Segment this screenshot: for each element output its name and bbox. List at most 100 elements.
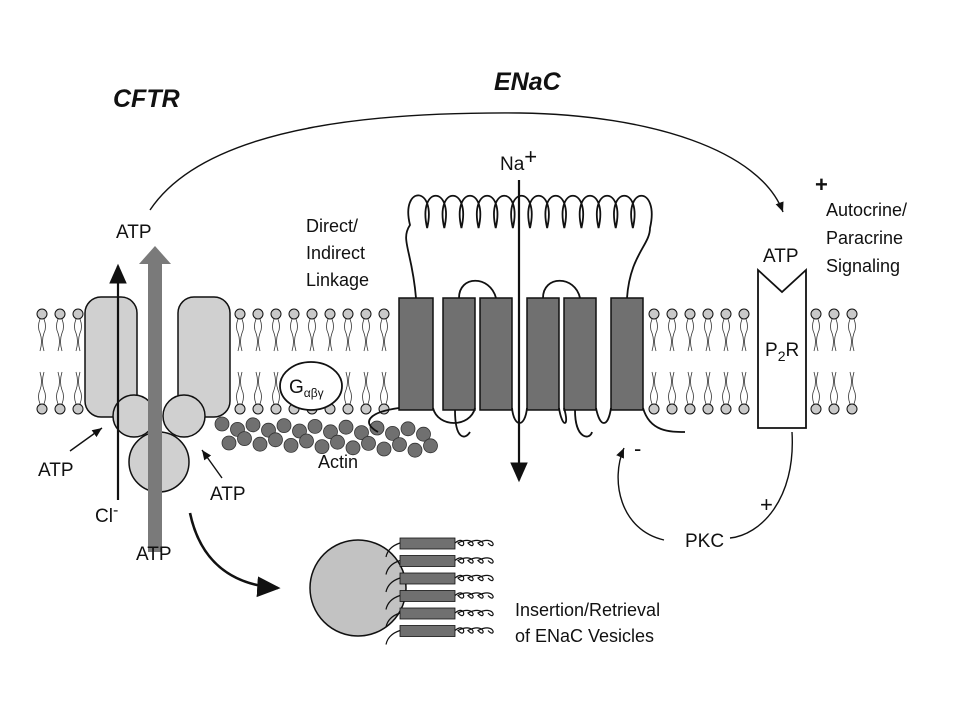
lipid-tail — [668, 318, 676, 352]
actin-bead — [354, 425, 369, 441]
autocrine-label-line2: Paracrine — [826, 228, 903, 248]
lipid-tail — [236, 371, 244, 405]
vesicle-channel-coil — [454, 627, 494, 634]
g-protein — [279, 361, 343, 411]
atp-p2r-label: ATP — [763, 246, 799, 267]
lipid-tail — [272, 318, 280, 352]
lipid-tail — [740, 318, 748, 352]
lipid-head — [648, 308, 660, 320]
lipid-tail — [650, 371, 658, 405]
actin-bead — [314, 439, 330, 455]
lipid-tail — [362, 371, 370, 405]
lipid-head — [810, 403, 822, 415]
lipid-tail — [74, 371, 82, 405]
vesicle-channel-coil — [454, 557, 494, 564]
lipid-head — [306, 308, 318, 320]
vesicle-channel-linker — [385, 629, 401, 645]
lipid-tail — [254, 318, 262, 352]
actin-bead — [423, 438, 438, 454]
lipid-tail — [830, 371, 838, 405]
actin-bead — [221, 435, 237, 451]
lipid-tail — [272, 371, 280, 405]
lipid-head — [846, 308, 858, 320]
inhibition-minus: - — [634, 436, 641, 461]
lipid-tail — [704, 318, 712, 352]
actin-bead — [361, 435, 376, 451]
vesicle-channel-linker — [385, 559, 401, 575]
enac-vesicle — [309, 539, 407, 637]
lipid-head — [702, 308, 714, 320]
lipid-tail — [686, 318, 694, 352]
lipid-tail — [848, 318, 856, 352]
vesicle-channel-coil — [454, 574, 494, 582]
autocrine-label-line1: Autocrine/ — [826, 200, 907, 220]
atp-bottom-label: ATP — [136, 544, 172, 565]
actin-bead — [330, 434, 345, 450]
lipid-head — [702, 403, 714, 415]
lipid-head — [810, 308, 822, 320]
lipid-head — [828, 308, 840, 320]
lipid-head — [684, 308, 696, 320]
lipid-head — [738, 403, 750, 415]
lipid-head — [342, 403, 354, 415]
lipid-head — [684, 403, 696, 415]
lipid-head — [648, 403, 660, 415]
actin-bead — [400, 421, 416, 437]
actin-bead — [376, 441, 392, 457]
lipid-head — [666, 403, 678, 415]
vesicle-channel-bar — [399, 625, 456, 637]
atp-top-label: ATP — [116, 222, 152, 243]
lipid-tail — [380, 318, 388, 352]
g-protein-label: Gαβγ — [289, 377, 324, 400]
lipid-head — [828, 403, 840, 415]
lipid-tail — [38, 318, 46, 352]
lipid-head — [720, 403, 732, 415]
lipid-tail — [812, 371, 820, 405]
lipid-head — [234, 308, 246, 320]
lipid-tail — [38, 371, 46, 405]
lipid-head — [72, 308, 84, 320]
vesicle-trafficking-arrow — [188, 512, 281, 598]
enac-title: ENaC — [494, 68, 562, 96]
lipid-head — [72, 403, 84, 415]
pkc-inhibit-arc — [616, 447, 665, 541]
linkage-label-line1: Direct/ — [306, 216, 358, 236]
pkc-label: PKC — [685, 531, 724, 552]
actin-bead — [407, 442, 423, 458]
vesicle-channel-bar — [399, 607, 456, 620]
lipid-tail — [722, 318, 730, 352]
lipid-tail — [686, 371, 694, 405]
atp-left-arrow — [69, 427, 103, 452]
vesicle-channel-linker — [385, 594, 401, 610]
vesicle-channel-coil — [454, 592, 494, 599]
actin-bead — [283, 437, 299, 453]
lipid-tail — [74, 318, 82, 352]
vesicle-enac-channels — [385, 537, 494, 645]
lipid-tail — [308, 318, 316, 352]
lipid-head — [36, 403, 48, 415]
cftr-channel — [84, 296, 231, 493]
lipid-head — [252, 403, 264, 415]
actin-bead — [338, 419, 354, 435]
atp-right-arrow — [201, 449, 223, 479]
atp-release-arc — [149, 112, 784, 213]
p2r-label: P2R — [765, 340, 799, 364]
atp-right-label: ATP — [210, 484, 246, 505]
signaling-plus: + — [815, 172, 828, 197]
actin-bead — [237, 431, 252, 447]
lipid-head — [738, 308, 750, 320]
lipid-tail — [740, 371, 748, 405]
lipid-head — [270, 403, 282, 415]
lipid-tail — [56, 371, 64, 405]
lipid-tail — [344, 318, 352, 352]
autocrine-label-line3: Signaling — [826, 256, 900, 276]
lipid-head — [342, 308, 354, 320]
lipid-head — [252, 308, 264, 320]
pkc-plus: + — [760, 492, 773, 517]
lipid-head — [360, 403, 372, 415]
vesicle-channel-linker — [385, 577, 401, 593]
lipid-tail — [380, 371, 388, 405]
vesicle-channel-bar — [399, 537, 456, 550]
actin-bead — [307, 418, 323, 434]
